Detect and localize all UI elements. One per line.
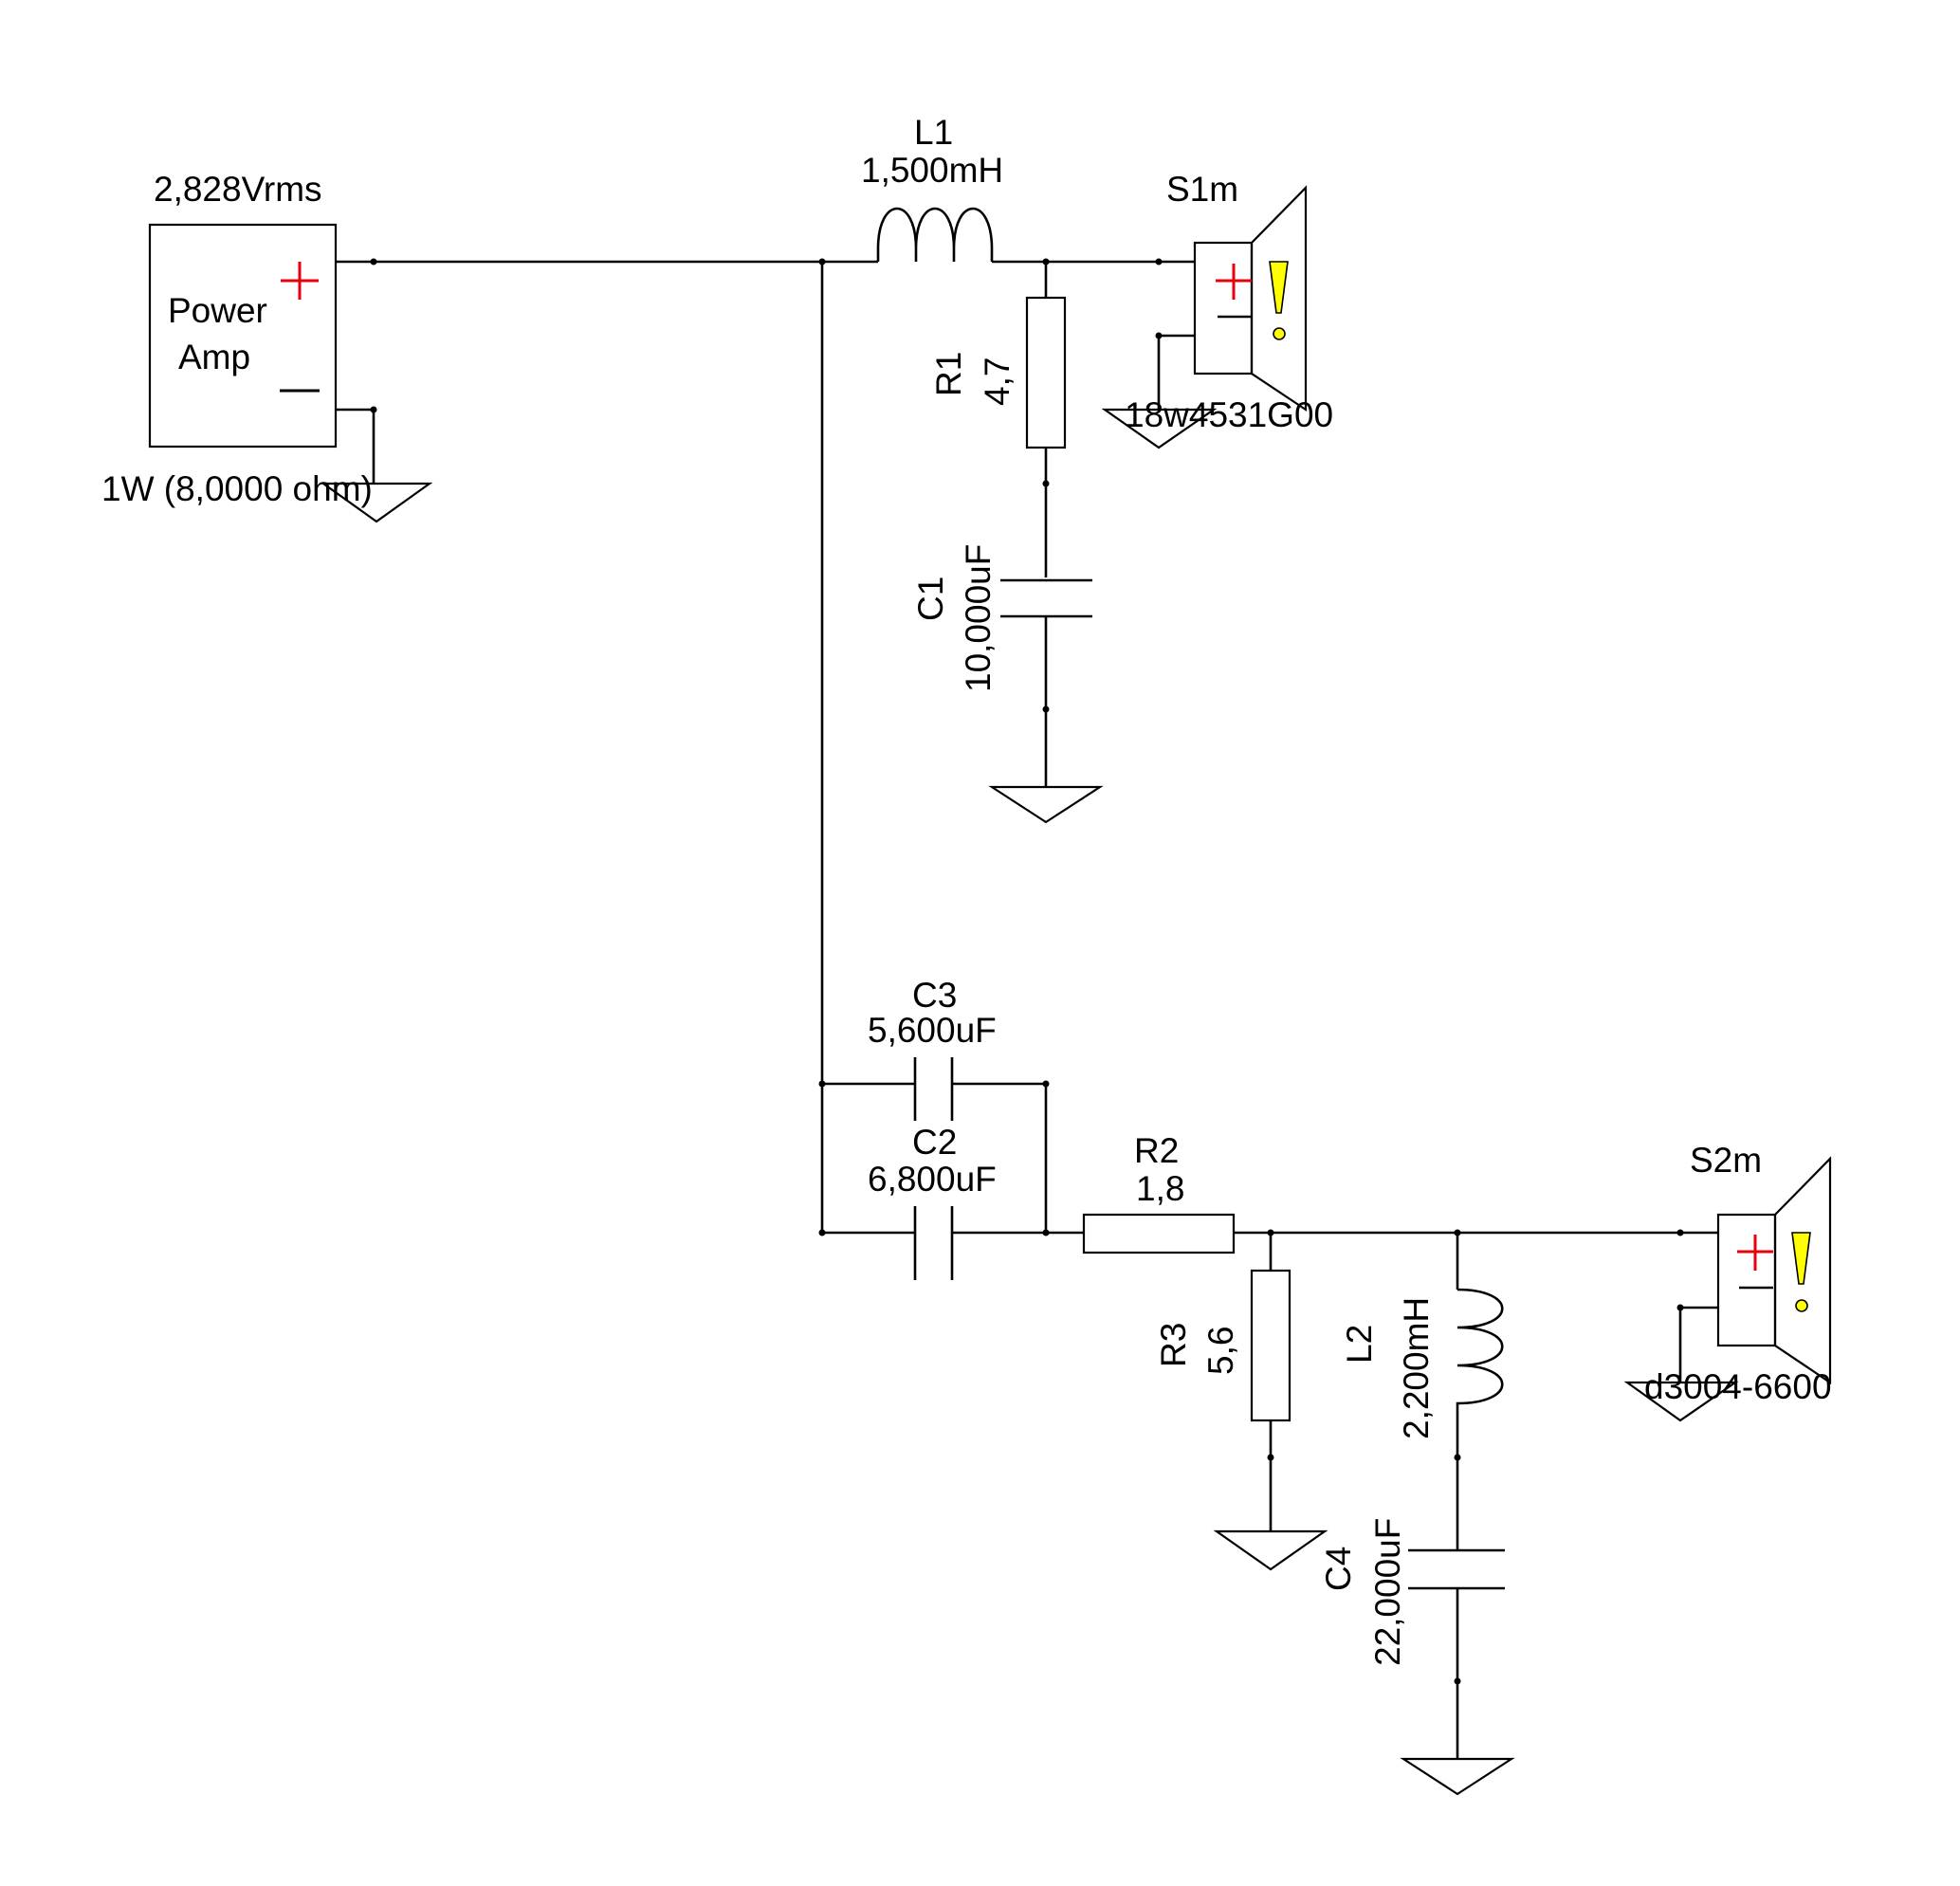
power-amp[interactable]: 2,828Vrms Power Amp 1W (8,0000 ohm): [101, 170, 373, 508]
speaker-icon: [1193, 185, 1308, 412]
speaker-icon: [1716, 1156, 1832, 1385]
resistor-R2[interactable]: R2 1,8: [1082, 1131, 1236, 1254]
ground-icon: [1101, 408, 1218, 449]
C3-value-label: 5,600uF: [868, 1011, 997, 1050]
S2-ref-label: S2m: [1690, 1141, 1762, 1180]
capacitor-C4[interactable]: C4 22,000uF: [1319, 1518, 1505, 1759]
capacitor-C3[interactable]: C3 5,600uF: [868, 976, 997, 1121]
S1-model-label: 18w4531G00: [1125, 395, 1333, 434]
parallel-cap-wires: [818, 1080, 1084, 1236]
resistor-R3[interactable]: R3 5,6: [1154, 1233, 1291, 1531]
L2-value-label: 2,200mH: [1397, 1297, 1436, 1439]
capacitor-C1[interactable]: C1 10,000uF: [911, 544, 1092, 787]
R2-body: [1082, 1213, 1236, 1254]
R3-ref-label: R3: [1154, 1323, 1193, 1367]
amp-output-wires: [336, 258, 377, 484]
ground-icon: [1213, 1529, 1328, 1571]
R3-body: [1250, 1269, 1291, 1422]
R2-value-label: 1,8: [1136, 1169, 1184, 1208]
S1-ref-label: S1m: [1166, 170, 1238, 209]
ground-icon: [1400, 1757, 1515, 1796]
inductor-L2[interactable]: L2 2,200mH: [1340, 1233, 1504, 1550]
C3-ref-label: C3: [912, 976, 957, 1015]
S2-model-label: d3004-6600: [1644, 1367, 1832, 1406]
amp-name-line1: Power: [168, 291, 267, 330]
woofer-feed-wires: [1234, 1229, 1718, 1236]
L1-value-label: 1,500mH: [861, 151, 1003, 190]
L2-ref-label: L2: [1340, 1325, 1379, 1364]
amp-rating-label: 1W (8,0000 ohm): [101, 469, 373, 508]
R1-value-label: 4,7: [978, 357, 1017, 406]
C1-ref-label: C1: [911, 577, 950, 621]
R3-value-label: 5,6: [1201, 1327, 1240, 1375]
inductor-L1[interactable]: L1 1,500mH: [861, 113, 1003, 262]
speaker-S1[interactable]: S1m 18w4531G00: [1101, 170, 1333, 449]
resistor-R1[interactable]: R1 4,7: [929, 262, 1067, 577]
speaker-S2[interactable]: S2m d3004-6600: [1623, 1141, 1832, 1422]
ground-icon: [320, 482, 433, 523]
C4-ref-label: C4: [1319, 1547, 1358, 1591]
L1-ref-label: L1: [914, 113, 953, 152]
R2-ref-label: R2: [1134, 1131, 1179, 1170]
C4-value-label: 22,000uF: [1368, 1518, 1407, 1666]
C2-value-label: 6,800uF: [868, 1160, 997, 1199]
ground-icon: [988, 785, 1104, 824]
R1-body: [1025, 296, 1067, 449]
ground-icon: [1623, 1381, 1739, 1422]
tweeter-feed-wires: [992, 258, 1195, 266]
C1-value-label: 10,000uF: [959, 544, 998, 692]
amp-voltage-label: 2,828Vrms: [154, 170, 322, 209]
capacitor-C2[interactable]: C2 6,800uF: [868, 1123, 997, 1280]
amp-plus-icon: [281, 262, 319, 300]
C2-ref-label: C2: [912, 1123, 957, 1162]
amp-name-line2: Amp: [178, 338, 250, 376]
power-amp-box: [148, 223, 338, 449]
R1-ref-label: R1: [929, 352, 968, 396]
main-feed-wires: [374, 258, 878, 1233]
